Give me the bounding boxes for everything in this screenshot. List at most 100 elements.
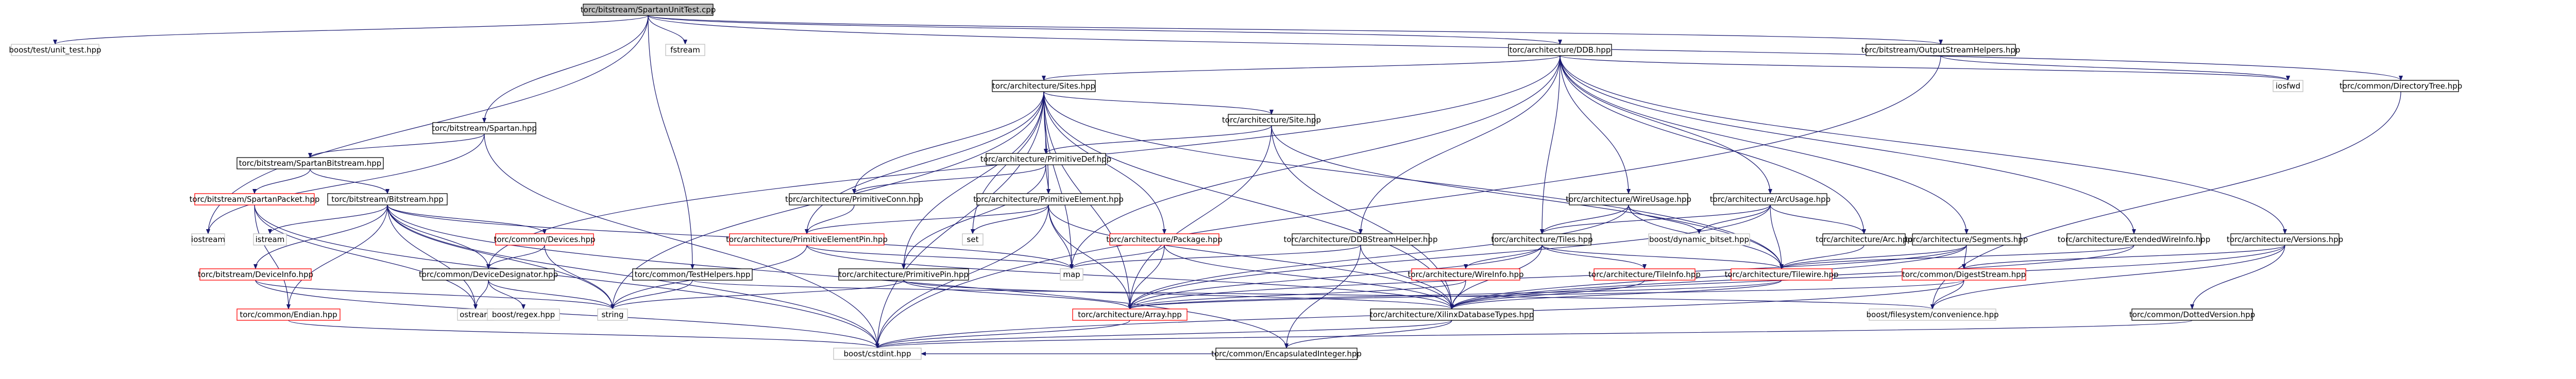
include-edge (1048, 204, 1454, 309)
node-box (789, 193, 920, 205)
node-box (1292, 233, 1430, 246)
include-edge (806, 245, 1074, 269)
include-edge (1780, 245, 2134, 269)
graph-node-testhelpers[interactable]: torc/common/TestHelpers.hpp (632, 268, 753, 281)
graph-node-primpin[interactable]: torc/architecture/PrimitivePin.hpp (838, 268, 969, 281)
include-edge (1560, 55, 2136, 234)
include-edge (875, 320, 2193, 349)
include-edge (1128, 204, 1771, 309)
graph-node-ddb[interactable]: torc/architecture/DDB.hpp (1508, 44, 1612, 56)
include-edge (1128, 245, 1967, 309)
include-edge (1770, 204, 1866, 234)
node-label: torc/architecture/ExtendedWireInfo.hpp (2058, 235, 2210, 244)
node-box (495, 233, 594, 246)
include-edge (902, 164, 1046, 269)
graph-node-sites[interactable]: torc/architecture/Sites.hpp (992, 80, 1096, 92)
include-edge (2190, 245, 2285, 309)
include-edge (1128, 280, 1466, 309)
include-edge (1450, 245, 2285, 309)
graph-node-dotted[interactable]: torc/common/DottedVersion.hpp (2129, 308, 2255, 321)
include-edge (1770, 204, 1784, 269)
include-edge (254, 204, 291, 309)
include-edge (1070, 55, 1561, 269)
edge-layer (53, 15, 2403, 356)
include-edge (1930, 280, 1964, 309)
node-label: torc/common/DirectoryTree.hpp (2340, 81, 2462, 91)
node-box (1060, 268, 1083, 281)
graph-node-wireusage[interactable]: torc/architecture/WireUsage.hpp (1566, 193, 1691, 205)
include-edge (387, 204, 615, 309)
node-box (962, 233, 984, 246)
include-edge (1930, 245, 2285, 309)
graph-node-istream: istream (253, 233, 287, 246)
node-box (1109, 233, 1219, 246)
graph-node-site[interactable]: torc/architecture/Site.hpp (1222, 114, 1321, 126)
graph-node-spartan-unit[interactable]: torc/bitstream/SpartanUnitTest.cpp (581, 4, 716, 16)
graph-node-tileinfo[interactable]: torc/architecture/TileInfo.hpp (1588, 268, 1701, 281)
graph-node-devdes[interactable]: torc/common/DeviceDesignator.hpp (419, 268, 558, 281)
include-edge (903, 280, 1132, 309)
graph-node-dirtree[interactable]: torc/common/DirectoryTree.hpp (2340, 80, 2462, 92)
include-edge (544, 245, 615, 309)
graph-node-arcusage[interactable]: torc/architecture/ArcUsage.hpp (1710, 193, 1831, 205)
node-box (1215, 348, 1358, 360)
node-label: boost/test/unit_test.hpp (9, 45, 101, 55)
graph-node-devices[interactable]: torc/common/Devices.hpp (494, 233, 596, 246)
graph-node-encint[interactable]: torc/common/EncapsulatedInteger.hpp (1211, 348, 1362, 360)
node-box (1411, 268, 1520, 281)
include-edge (971, 204, 1049, 234)
node-box (487, 308, 560, 321)
graph-node-spartan[interactable]: torc/bitstream/Spartan.hpp (432, 122, 537, 134)
graph-node-extwire[interactable]: torc/architecture/ExtendedWireInfo.hpp (2058, 233, 2210, 246)
graph-node-xdltypes[interactable]: torc/architecture/XilinxDatabaseTypes.hp… (1370, 308, 1534, 321)
graph-node-versions[interactable]: torc/architecture/Versions.hpp (2227, 233, 2343, 246)
graph-node-arc[interactable]: torc/architecture/Arc.hpp (1816, 233, 1912, 246)
include-edge (1450, 280, 1782, 309)
node-box (253, 233, 287, 246)
include-edge (486, 245, 545, 269)
node-box (729, 233, 885, 246)
include-edge (648, 15, 694, 269)
graph-node-package[interactable]: torc/architecture/Package.hpp (1106, 233, 1223, 246)
graph-node-tiles[interactable]: torc/architecture/Tiles.hpp (1491, 233, 1593, 246)
include-edge (1284, 245, 1361, 349)
graph-node-tilewire[interactable]: torc/architecture/Tilewire.hpp (1724, 268, 1839, 281)
graph-node-primconn[interactable]: torc/architecture/PrimitiveConn.hpp (785, 193, 923, 205)
node-box (1902, 268, 2026, 281)
graph-node-spbit[interactable]: torc/bitstream/SpartanBitstream.hpp (236, 157, 384, 169)
graph-node-digest[interactable]: torc/common/DigestStream.hpp (1902, 268, 2026, 281)
node-label: torc/bitstream/SpartanPacket.hpp (190, 195, 320, 204)
graph-node-wireinfo[interactable]: torc/architecture/WireInfo.hpp (1408, 268, 1524, 281)
graph-node-segments[interactable]: torc/architecture/Segments.hpp (1905, 233, 2028, 246)
graph-node-primdef[interactable]: torc/architecture/PrimitiveDef.hpp (980, 153, 1111, 165)
include-edge (253, 204, 388, 269)
include-edge (286, 204, 388, 309)
node-box (1869, 308, 1996, 321)
node-label: torc/architecture/Package.hpp (1106, 235, 1223, 244)
graph-node-bitstream[interactable]: torc/bitstream/Bitstream.hpp (327, 193, 448, 205)
node-label: torc/bitstream/Bitstream.hpp (331, 195, 444, 204)
include-edge (1450, 245, 1967, 309)
graph-node-endian[interactable]: torc/common/Endian.hpp (236, 308, 341, 321)
node-label: torc/architecture/Tilewire.hpp (1724, 270, 1838, 279)
graph-node-primelempin[interactable]: torc/architecture/PrimitiveElementPin.hp… (726, 233, 888, 246)
include-edge (805, 204, 855, 234)
include-edge (1930, 91, 2401, 309)
graph-node-ddbsh[interactable]: torc/architecture/DDBStreamHelper.hpp (1284, 233, 1438, 246)
include-edge (805, 204, 1049, 234)
graph-node-array[interactable]: torc/architecture/Array.hpp (1072, 308, 1188, 321)
node-label: torc/architecture/PrimitiveDef.hpp (980, 154, 1111, 164)
node-box (1594, 268, 1696, 281)
node-label: boost/regex.hpp (492, 310, 555, 319)
node-label: torc/architecture/TileInfo.hpp (1588, 270, 1701, 279)
node-label: torc/architecture/Sites.hpp (992, 81, 1095, 91)
graph-node-primelem[interactable]: torc/architecture/PrimitiveElement.hpp (973, 193, 1124, 205)
include-edge (1697, 204, 1771, 234)
graph-node-osh[interactable]: torc/bitstream/OutputStreamHelpers.hpp (1861, 44, 2021, 56)
graph-node-sppacket[interactable]: torc/bitstream/SpartanPacket.hpp (190, 193, 320, 205)
include-edge (1070, 245, 1165, 269)
graph-node-devinfo[interactable]: torc/bitstream/DeviceInfo.hpp (198, 268, 313, 281)
node-label: torc/common/EncapsulatedInteger.hpp (1211, 349, 1362, 358)
include-edge (1042, 55, 1561, 81)
graph-node-fstream: fstream (665, 44, 705, 56)
